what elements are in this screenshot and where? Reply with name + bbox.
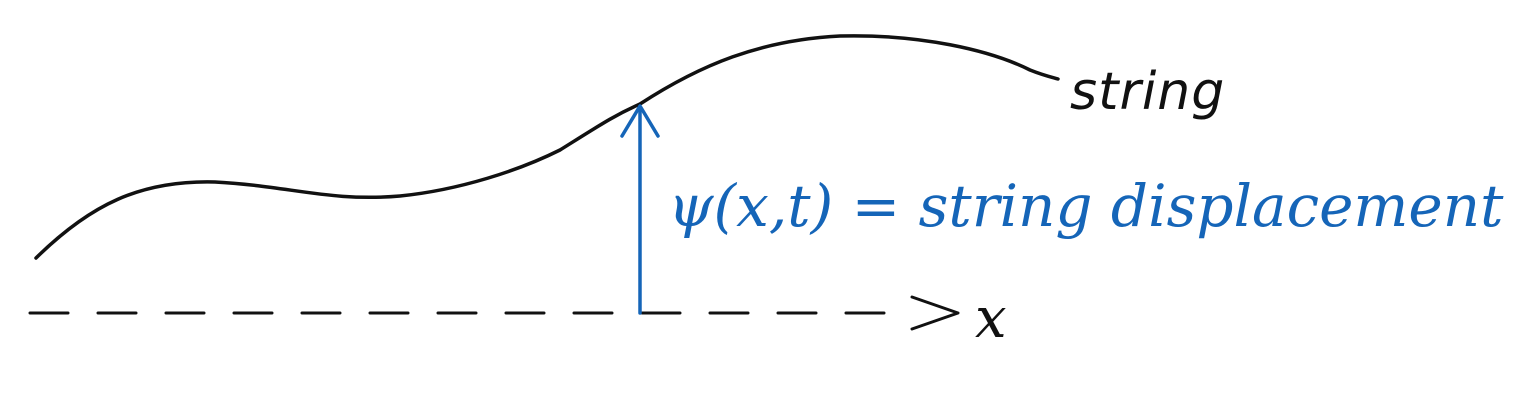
string-label: string: [1070, 62, 1226, 122]
displacement-arrow-head: [620, 104, 660, 138]
displacement-label: ψ(x,t) = string displacement: [668, 172, 1504, 240]
string-curve: [34, 34, 1060, 260]
x-axis-label: x: [975, 286, 1007, 351]
x-axis-arrowhead: [910, 295, 960, 331]
